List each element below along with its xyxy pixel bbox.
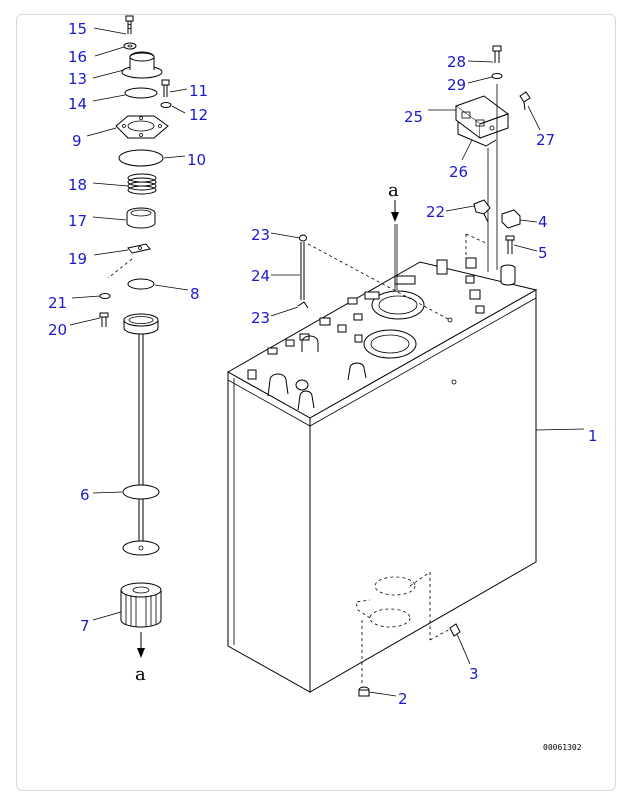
strainer-top (123, 313, 159, 335)
callout-7: 7 (80, 617, 90, 635)
callout-22: 22 (426, 203, 445, 221)
part-7-strainer (120, 582, 162, 628)
callout-11: 11 (189, 82, 208, 100)
part-10-gasket (118, 149, 164, 167)
callout-8: 8 (190, 285, 200, 303)
callout-1: 1 (588, 427, 598, 445)
callout-5: 5 (538, 244, 548, 262)
callout-25: 25 (404, 108, 423, 126)
callout-12: 12 (189, 106, 208, 124)
arrow-label-top: a (388, 180, 399, 201)
part-6-disc (122, 484, 160, 500)
part-9-cover (115, 115, 169, 139)
callout-14: 14 (68, 95, 87, 113)
drawing-code: 00061302 (543, 743, 582, 752)
left-stack (99, 15, 172, 658)
part-3-plug (449, 623, 461, 637)
callout-10: 10 (187, 151, 206, 169)
callout-24: 24 (251, 267, 270, 285)
callout-29: 29 (447, 76, 466, 94)
callout-16: 16 (68, 48, 87, 66)
callout-23-top: 23 (251, 226, 270, 244)
part-14-o-ring (124, 87, 158, 99)
callout-21: 21 (48, 294, 67, 312)
part-2-plug (358, 686, 370, 697)
part-13-cap (121, 51, 163, 79)
callout-6: 6 (80, 486, 90, 504)
callout-13: 13 (68, 70, 87, 88)
leader-lines (69, 27, 585, 697)
callout-17: 17 (68, 212, 87, 230)
part-16-washer (123, 42, 137, 50)
part-19-clamp (127, 243, 151, 254)
part-18-spring (127, 173, 157, 195)
callout-19: 19 (68, 250, 87, 268)
callout-15: 15 (68, 20, 87, 38)
callout-27: 27 (536, 131, 555, 149)
callout-3: 3 (469, 665, 479, 683)
callout-23-bottom: 23 (251, 309, 270, 327)
part-12-washer (160, 102, 172, 108)
part-15-bolt (125, 15, 134, 34)
part-17-neck (126, 207, 156, 229)
callout-4: 4 (538, 213, 548, 231)
callout-9: 9 (72, 132, 82, 150)
callout-labels: 15 16 13 14 11 12 9 10 18 17 19 8 21 20 … (48, 20, 598, 708)
part-21-washer (99, 293, 111, 299)
arrow-label-bottom: a (135, 664, 146, 685)
part-1-tank (226, 257, 538, 693)
part-8-o-ring (127, 278, 155, 290)
callout-26: 26 (449, 163, 468, 181)
callout-18: 18 (68, 176, 87, 194)
callout-20: 20 (48, 321, 67, 339)
part-20-bolt (99, 312, 109, 327)
part-11-bolt (161, 79, 170, 97)
callout-2: 2 (398, 690, 408, 708)
callout-28: 28 (447, 53, 466, 71)
